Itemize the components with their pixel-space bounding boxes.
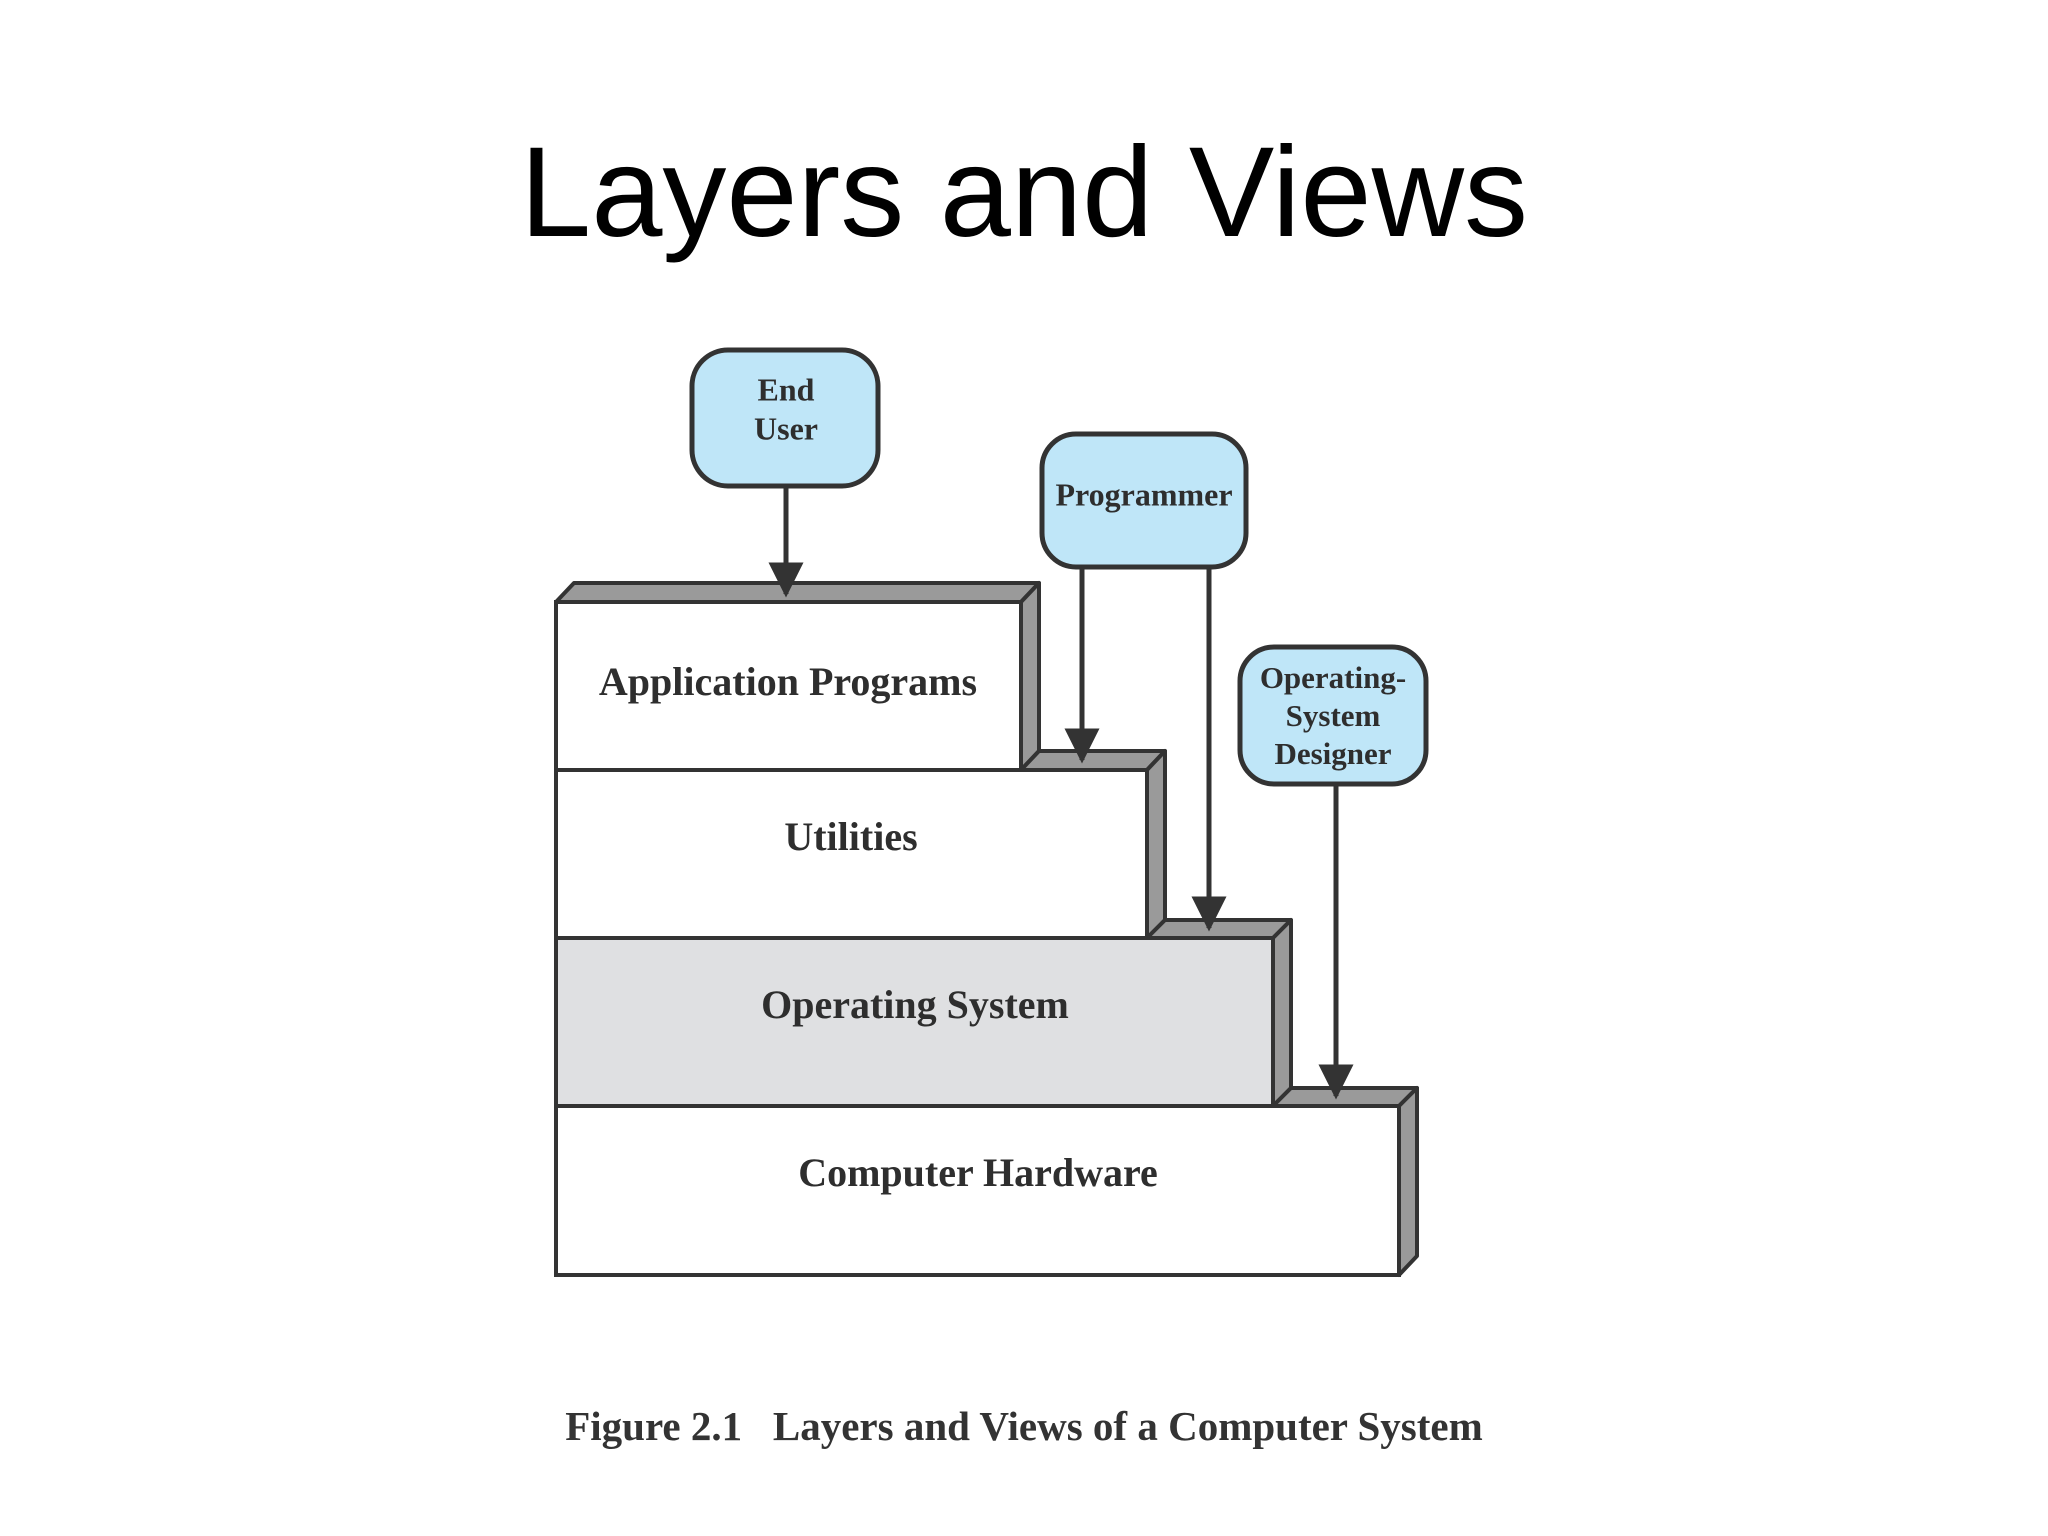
layer-application-programs	[554, 600, 1023, 772]
os-designer-label-line2: System	[1286, 698, 1381, 733]
end-user-label-line1: End	[758, 371, 815, 407]
layer-computer-hardware	[554, 1104, 1401, 1277]
figure-caption: Figure 2.1 Layers and Views of a Compute…	[0, 1402, 2048, 1450]
layer-label-computer-hardware: Computer Hardware	[798, 1150, 1158, 1195]
hardware-side-face	[1397, 1086, 1419, 1277]
hardware-ledge	[1271, 1086, 1419, 1108]
slide-title: Layers and Views	[520, 121, 1528, 264]
os-ledge	[1145, 918, 1293, 940]
os-designer-box: Operating- System Designer	[1237, 644, 1429, 787]
layer-label-application-programs: Application Programs	[599, 659, 977, 704]
end-user-box: End User	[689, 347, 881, 489]
layer-operating-system	[554, 936, 1275, 1108]
os-side-face	[1271, 918, 1293, 1108]
layer-utilities	[554, 768, 1149, 940]
programmer-box: Programmer	[1039, 431, 1249, 570]
end-user-label-line2: User	[754, 410, 818, 446]
app-programs-top-ledge	[554, 581, 1041, 604]
os-designer-label-line3: Designer	[1274, 736, 1391, 771]
os-designer-label-line1: Operating-	[1260, 660, 1406, 695]
layer-label-operating-system: Operating System	[761, 982, 1069, 1027]
layer-label-utilities: Utilities	[784, 814, 917, 859]
programmer-label: Programmer	[1055, 476, 1232, 512]
figure-caption-text: Layers and Views of a Computer System	[772, 1403, 1483, 1449]
figure-number: Figure 2.1	[565, 1403, 743, 1449]
utilities-side-face	[1145, 749, 1167, 940]
utilities-ledge	[1019, 749, 1167, 772]
app-programs-side-face	[1019, 581, 1041, 772]
